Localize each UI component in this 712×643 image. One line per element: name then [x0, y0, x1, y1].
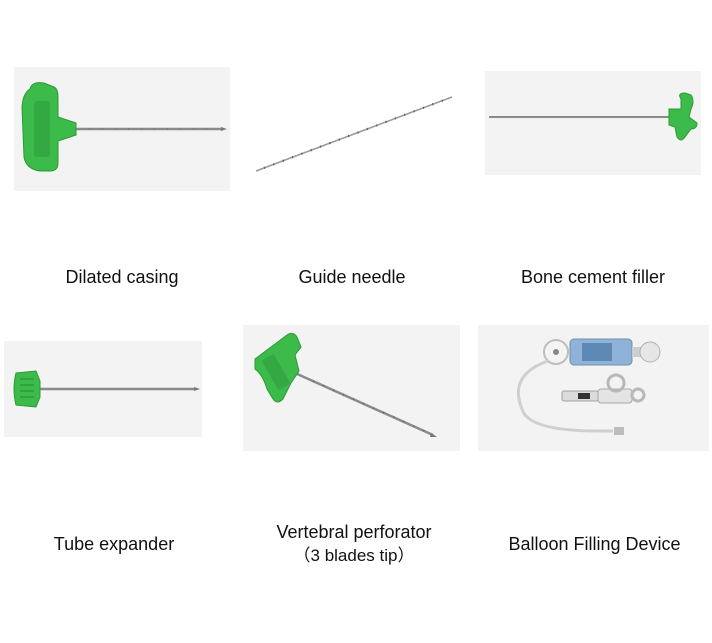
bone-cement-filler-label: Bone cement filler: [520, 267, 666, 287]
guide-needle-label: Guide needle: [298, 267, 406, 287]
guide-needle-image: [244, 83, 460, 183]
vertebral-perforator-label-line2: （3 blades tip）: [293, 546, 415, 565]
tube-expander-label: Tube expander: [53, 534, 175, 554]
balloon-filling-device-label: Balloon Filling Device: [508, 534, 681, 554]
balloon-filling-device-image: [478, 325, 709, 451]
dilated-casing-label: Dilated casing: [65, 267, 179, 287]
dilated-casing-image: [14, 67, 230, 191]
tube-expander-image: [4, 341, 202, 437]
bone-cement-filler-image: [485, 71, 701, 175]
vertebral-perforator-label-line1: Vertebral perforator: [276, 522, 432, 542]
vertebral-perforator-label: Vertebral perforator （3 blades tip）: [243, 521, 465, 567]
vertebral-perforator-image: [243, 325, 460, 451]
